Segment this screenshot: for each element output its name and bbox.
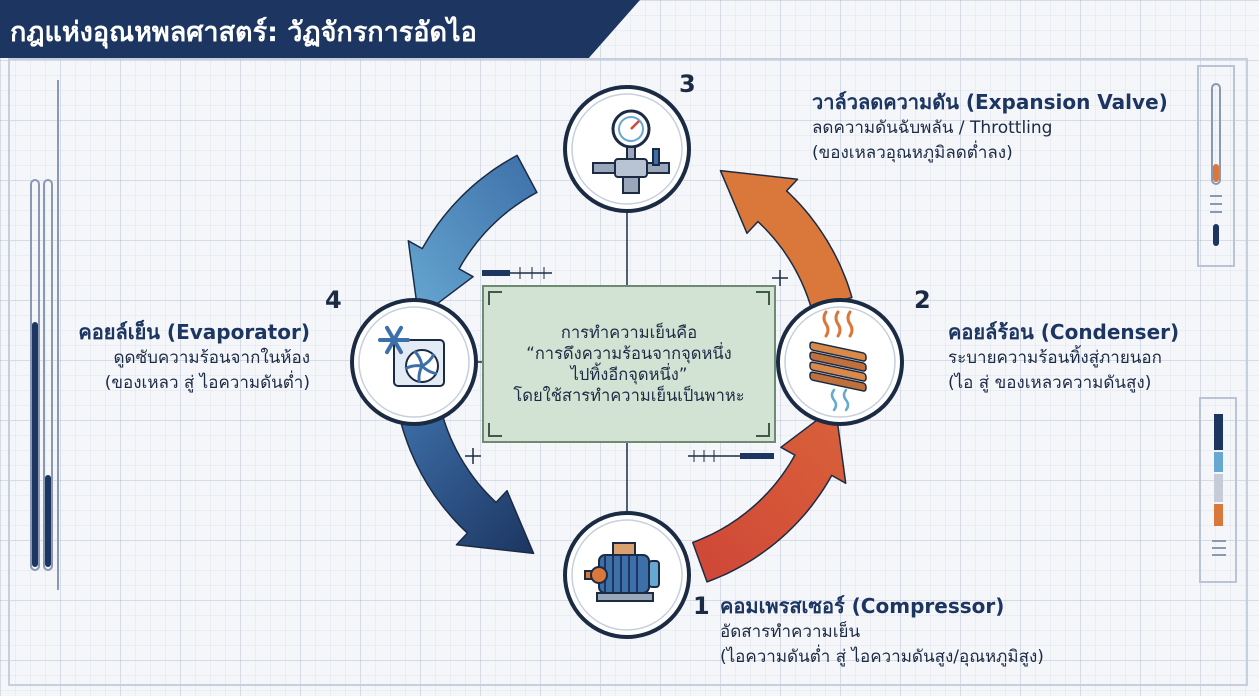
electric-motor-icon — [584, 542, 660, 602]
condenser-heading: คอยล์ร้อน (Condenser) — [948, 320, 1180, 344]
arrow-evaporator-to-compressor — [399, 407, 535, 555]
expansion-valve-line-1: ลดความดันฉับพลัน / Throttling — [812, 118, 1053, 138]
snowflake-fan-unit-icon — [378, 325, 445, 387]
plus-mark-top — [772, 270, 788, 286]
evaporator-label: คอยล์เย็น (Evaporator) ดูดซับความร้อนจาก… — [56, 318, 310, 396]
arrow-valve-to-evaporator — [407, 154, 538, 319]
center-definition-box: การทำความเย็นคือ “การดึงความร้อนจากจุดหน… — [482, 285, 776, 443]
node-evaporator — [350, 298, 478, 426]
stage-number-4: 4 — [325, 286, 342, 314]
compressor-label: คอมเพรสเซอร์ (Compressor) อัดสารทำความเย… — [720, 592, 1044, 670]
scale-bar-bottom — [688, 450, 774, 462]
right-ruler-top — [1197, 65, 1235, 267]
title-banner — [0, 0, 640, 58]
node-expansion-valve — [563, 85, 691, 213]
right-ruler-bottom — [1199, 397, 1237, 583]
box-corner-mark — [488, 423, 502, 437]
arrow-compressor-to-condenser — [691, 405, 847, 583]
evaporator-line-1: ดูดซับความร้อนจากในห้อง — [113, 348, 310, 368]
center-line-2: “การดึงความร้อนจากจุดหนึ่ง — [526, 344, 732, 363]
center-line-1: การทำความเย็นคือ — [560, 323, 698, 342]
blueprint-frame — [8, 58, 1248, 686]
condenser-line-1: ระบายความร้อนทิ้งสู่ภายนอก — [948, 348, 1162, 368]
condenser-coil-icon — [809, 310, 867, 412]
center-line-3: ไปทิ้งอีกจุดหนึ่ง” — [570, 365, 688, 384]
compressor-line-1: อัดสารทำความเย็น — [720, 622, 861, 642]
stage-number-3: 3 — [679, 70, 696, 98]
pressure-gauge-valve-icon — [592, 109, 670, 194]
node-condenser — [776, 298, 904, 426]
compressor-heading: คอมเพรสเซอร์ (Compressor) — [720, 594, 1005, 618]
condenser-label: คอยล์ร้อน (Condenser) ระบายความร้อนทิ้งส… — [948, 318, 1179, 396]
stage-number-1: 1 — [693, 592, 710, 620]
arrow-condenser-to-valve — [719, 169, 853, 310]
plus-mark-bottom — [465, 448, 481, 464]
compressor-line-2: (ไอความดันต่ำ สู่ ไอความดันสูง/อุณหภูมิส… — [720, 647, 1044, 667]
node-compressor — [563, 511, 691, 639]
stage-number-2: 2 — [914, 286, 931, 314]
expansion-valve-heading: วาล์วลดความดัน (Expansion Valve) — [812, 90, 1168, 114]
center-line-4: โดยใช้สารทำความเย็นเป็นพาหะ — [513, 386, 745, 405]
evaporator-line-2: (ของเหลว สู่ ไอความดันต่ำ) — [104, 373, 310, 393]
evaporator-heading: คอยล์เย็น (Evaporator) — [78, 320, 310, 344]
box-corner-mark — [488, 291, 502, 305]
box-corner-mark — [756, 423, 770, 437]
page-title: กฎแห่งอุณหพลศาสตร์: วัฏจักรการอัดไอ — [10, 17, 477, 48]
expansion-valve-line-2: (ของเหลวอุณหภูมิลดต่ำลง) — [812, 143, 1013, 163]
expansion-valve-label: วาล์วลดความดัน (Expansion Valve) ลดความด… — [812, 88, 1168, 166]
box-corner-mark — [756, 291, 770, 305]
condenser-line-2: (ไอ สู่ ของเหลวความดันสูง) — [948, 373, 1152, 393]
scale-bar-top — [482, 267, 552, 279]
left-ruler — [30, 80, 59, 590]
